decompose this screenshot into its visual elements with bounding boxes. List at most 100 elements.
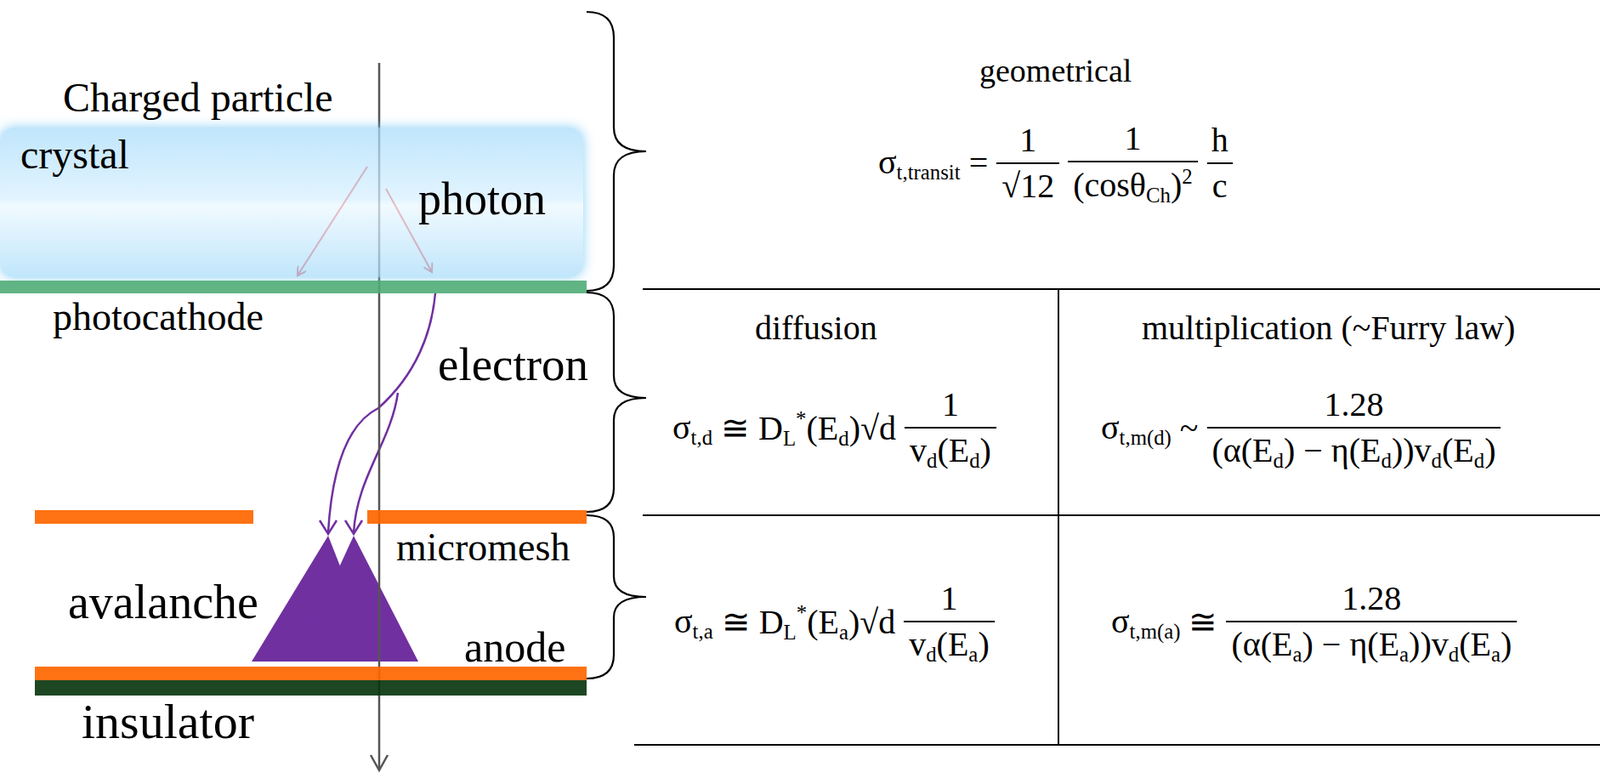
fraction: 1√12 xyxy=(996,119,1060,207)
insulator-band: insulator xyxy=(34,680,587,696)
curly-brace xyxy=(586,11,647,291)
formula-symbol: σ xyxy=(1111,601,1130,641)
formula-symbol: 1 xyxy=(941,385,959,424)
label-holder: diffusion xyxy=(754,308,878,348)
formula-symbol: 1 xyxy=(1019,120,1037,159)
formula-symbol: (cosθ xyxy=(1072,165,1147,205)
formula-run: 1.28 xyxy=(1341,578,1402,619)
formula-subscript: d xyxy=(1381,448,1392,472)
formula: σt,m(a)≅1.28(α(Ea) − η(Ea))vd(Ea) xyxy=(1111,578,1517,668)
particle-label: Charged particle xyxy=(62,73,334,121)
formula-symbol: 1 xyxy=(1123,119,1141,158)
mesh-bar xyxy=(367,510,587,524)
formula-symbol: (E xyxy=(936,624,970,664)
formula-symbol: ) xyxy=(1170,165,1182,205)
formula-symbol: σ xyxy=(674,601,693,641)
formula-subscript: a xyxy=(1399,642,1409,666)
formula-superscript: 2 xyxy=(1181,164,1192,188)
formula-subscript: d xyxy=(1273,448,1284,472)
formula-symbol: σ xyxy=(1100,408,1120,447)
formula-symbol: (E xyxy=(1458,624,1492,664)
numerator: 1 xyxy=(1014,119,1042,163)
section-heading: geometrical xyxy=(979,52,1132,91)
formula-symbol: ) xyxy=(1500,624,1512,664)
formula-symbol: (E xyxy=(1441,431,1475,470)
formula-subscript: t,transit xyxy=(896,160,961,184)
formula-superscript: * xyxy=(796,601,807,625)
formula-symbol: ) xyxy=(849,408,861,448)
anode-band: anode xyxy=(34,666,587,681)
electron-path xyxy=(328,293,436,533)
fraction: 1.28(α(Ea) − η(Ea))vd(Ea) xyxy=(1225,578,1517,668)
denominator: c xyxy=(1207,162,1233,207)
fraction: 1 vd(Ea) xyxy=(903,578,995,668)
label-holder: avalanche xyxy=(68,574,259,630)
formula: σt,a≅DL*(Ea)√d1vd(Ea) xyxy=(674,578,995,668)
formula: σt,m(d)~1.28(α(Ed) − η(Ed))vd(Ed) xyxy=(1100,384,1501,474)
formula-symbol: ≅ xyxy=(1188,602,1218,642)
layer-label: anode xyxy=(464,623,566,673)
formula-run: ~ xyxy=(1180,408,1199,449)
formula-subscript: L xyxy=(783,620,797,644)
formula-symbol: v xyxy=(908,624,926,664)
denominator: (cosθCh)2 xyxy=(1067,160,1198,209)
layer-label: insulator xyxy=(81,693,255,751)
formula-subscript: L xyxy=(782,426,796,450)
table-rule xyxy=(642,514,1600,517)
formula-subscript: t,d xyxy=(691,425,714,449)
formula-symbol: 1 xyxy=(940,578,958,618)
formula-symbol: D xyxy=(759,602,784,642)
fraction: 1vd(Ed) xyxy=(904,384,997,474)
formula: σt,transit=1√121(cosθCh)2hc xyxy=(878,118,1234,209)
formula-superscript: * xyxy=(795,407,806,431)
formula-run: DL*(Ed)√d xyxy=(758,406,897,451)
formula-symbol: ) xyxy=(1484,431,1496,470)
formula-symbol: σ xyxy=(672,408,692,447)
formula-symbol: σ xyxy=(878,142,897,182)
formula-symbol: 1.28 xyxy=(1341,578,1402,618)
formula-symbol: ) − η(E xyxy=(1302,624,1401,664)
formula-symbol: h xyxy=(1211,120,1229,159)
layer-label: micromesh xyxy=(396,525,570,571)
formula-symbol: ) − η(E xyxy=(1283,431,1382,470)
formula-symbol: v xyxy=(909,431,927,470)
denominator: vd(Ed) xyxy=(904,426,997,474)
formula-run: = xyxy=(969,142,989,184)
label-holder: Charged particle xyxy=(62,73,334,121)
formula-symbol: (α(E xyxy=(1212,431,1274,470)
numerator: h xyxy=(1206,119,1234,163)
layer-label: photocathode xyxy=(52,295,264,341)
formula-symbol: ))v xyxy=(1391,431,1432,470)
label-holder: geometrical xyxy=(979,52,1132,91)
micromesh-band: micromesh xyxy=(34,510,587,524)
table-rule xyxy=(642,288,1600,290)
label-holder: multiplication (~Furry law) xyxy=(1141,308,1515,348)
formula-run: c xyxy=(1212,165,1228,207)
formula-subscript: Ch xyxy=(1146,183,1171,207)
formula-run: 1 xyxy=(1019,119,1037,161)
formula-run: vd(Ea) xyxy=(908,624,990,668)
formula-symbol: √d xyxy=(859,602,896,642)
formula-symbol: (E xyxy=(936,431,970,470)
formula-symbol: ) xyxy=(848,602,860,642)
formula-symbol: ) xyxy=(977,624,989,664)
label-holder: electron xyxy=(437,337,589,392)
curly-brace xyxy=(586,292,647,512)
fraction: 1(cosθCh)2 xyxy=(1067,118,1198,209)
mesh-bar xyxy=(34,510,254,524)
avalanche-triangle xyxy=(251,535,378,662)
formula-run: √12 xyxy=(1001,165,1055,207)
formula-subscript: t,a xyxy=(692,619,714,643)
formula-symbol: (α(E xyxy=(1231,624,1293,664)
formula-subscript: d xyxy=(926,448,937,472)
formula-run: vd(Ed) xyxy=(909,430,992,474)
formula-symbol: c xyxy=(1212,166,1228,205)
formula-run: 1.28 xyxy=(1323,384,1384,426)
formula-subscript: t,m(a) xyxy=(1129,619,1181,643)
track-arrowhead xyxy=(370,754,388,771)
formula-symbol: ) xyxy=(980,431,992,470)
formula-run: (α(Ea) − η(Ea))vd(Ea) xyxy=(1231,624,1512,668)
formula-run: 1 xyxy=(941,384,959,426)
formula-subscript: d xyxy=(969,448,980,472)
formula-symbol: (E xyxy=(806,602,840,642)
